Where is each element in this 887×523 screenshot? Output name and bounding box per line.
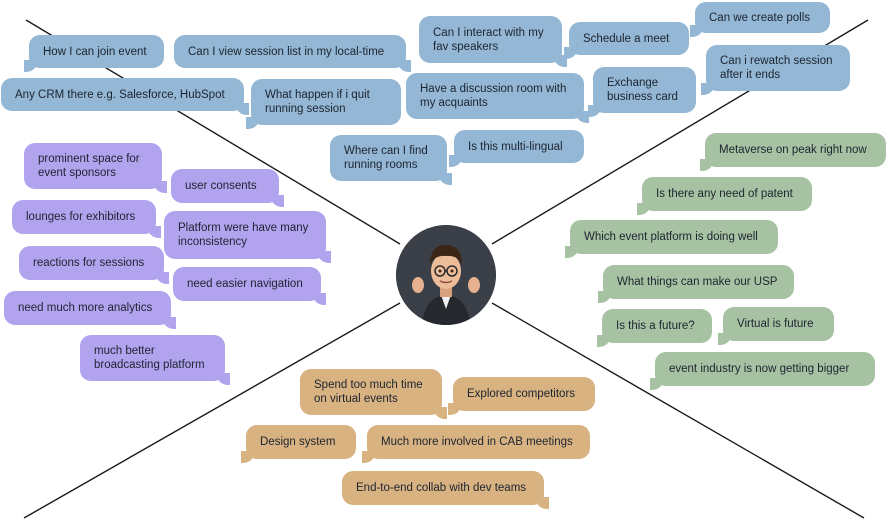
- question-bubble: Can I view session list in my local-time: [174, 35, 411, 72]
- pain-point-bubble: reactions for sessions: [19, 246, 169, 284]
- question-bubble: Can i rewatch session after it ends: [701, 45, 850, 95]
- question-text: Any CRM there e.g. Salesforce, HubSpot: [15, 88, 225, 101]
- pain-point-bubble: need easier navigation: [173, 267, 326, 305]
- pain-point-bubble: prominent space for event sponsors: [24, 143, 167, 193]
- question-bubble: Is this multi-lingual: [449, 130, 584, 167]
- thought-text: Metaverse on peak right now: [719, 144, 867, 156]
- activity-text: Explored competitors: [467, 388, 576, 400]
- thought-bubble: Virtual is future: [718, 307, 834, 345]
- divider-line-bottom-right: [491, 302, 865, 519]
- pain-point-text: need much more analytics: [18, 302, 153, 314]
- activity-bubble: Much more involved in CAB meetings: [362, 425, 590, 463]
- pain-point-text: user consents: [185, 180, 257, 192]
- question-bubble: What happen if i quit running session: [246, 79, 401, 129]
- question-bubble: Where can I find running rooms: [330, 135, 452, 185]
- thought-bubble: Is this a future?: [597, 309, 712, 347]
- pain-point-bubble: lounges for exhibitors: [12, 200, 161, 238]
- question-bubble: Exchange business card: [588, 67, 696, 117]
- pain-point-bubble: much better broadcasting platform: [80, 335, 230, 385]
- avatar-illustration: [396, 225, 496, 325]
- pain-point-text: need easier navigation: [187, 278, 303, 290]
- pain-point-text: Platform were have many inconsistency: [178, 222, 309, 248]
- thought-text: Which event platform is doing well: [584, 231, 758, 243]
- question-text: Can i rewatch session after it ends: [720, 55, 833, 81]
- memoji-shrug-avatar: [396, 225, 496, 325]
- question-bubble: Can I interact with my fav speakers: [419, 16, 567, 67]
- question-text: Can I view session list in my local-time: [188, 45, 385, 58]
- question-text: Is this multi-lingual: [468, 140, 563, 153]
- pain-point-bubble: need much more analytics: [4, 291, 176, 329]
- activity-bubble: Spend too much time on virtual events: [300, 369, 447, 419]
- thought-bubble: Is there any need of patent: [637, 177, 812, 215]
- activity-bubble: Explored competitors: [448, 377, 595, 415]
- activity-bubble: End-to-end collab with dev teams: [342, 471, 549, 509]
- thought-bubble: Metaverse on peak right now: [700, 133, 886, 171]
- question-text: How I can join event: [43, 45, 147, 58]
- thought-text: Virtual is future: [737, 318, 814, 330]
- pain-point-text: prominent space for event sponsors: [38, 153, 140, 179]
- question-bubble: Any CRM there e.g. Salesforce, HubSpot: [1, 78, 249, 115]
- question-bubble: Can we create polls: [690, 2, 830, 37]
- thought-bubble: Which event platform is doing well: [565, 220, 778, 258]
- thought-text: What things can make our USP: [617, 276, 778, 288]
- thought-bubble: What things can make our USP: [598, 265, 794, 303]
- thought-text: event industry is now getting bigger: [669, 363, 850, 375]
- question-text: Can we create polls: [709, 11, 810, 24]
- question-text: What happen if i quit running session: [265, 89, 370, 115]
- question-text: Schedule a meet: [583, 32, 670, 45]
- question-bubble: Have a discussion room with my acquaints: [406, 73, 589, 123]
- activity-text: Much more involved in CAB meetings: [381, 436, 573, 448]
- pain-point-text: much better broadcasting platform: [94, 345, 205, 371]
- pain-point-text: lounges for exhibitors: [26, 211, 136, 223]
- activity-bubble: Design system: [241, 425, 356, 463]
- question-text: Can I interact with my fav speakers: [433, 26, 544, 53]
- thought-text: Is there any need of patent: [656, 188, 793, 200]
- activity-text: End-to-end collab with dev teams: [356, 482, 527, 494]
- question-text: Where can I find running rooms: [344, 145, 428, 171]
- activity-text: Design system: [260, 436, 336, 448]
- question-bubble: Schedule a meet: [564, 22, 689, 59]
- question-text: Have a discussion room with my acquaints: [420, 83, 567, 109]
- pain-point-text: reactions for sessions: [33, 257, 145, 269]
- question-bubble: How I can join event: [24, 35, 164, 72]
- divider-line-bottom-left: [23, 302, 401, 519]
- thought-bubble: event industry is now getting bigger: [650, 352, 875, 390]
- thought-text: Is this a future?: [616, 320, 695, 332]
- question-text: Exchange business card: [607, 77, 678, 103]
- activity-text: Spend too much time on virtual events: [314, 379, 423, 405]
- pain-point-bubble: user consents: [171, 169, 284, 207]
- pain-point-bubble: Platform were have many inconsistency: [164, 211, 331, 263]
